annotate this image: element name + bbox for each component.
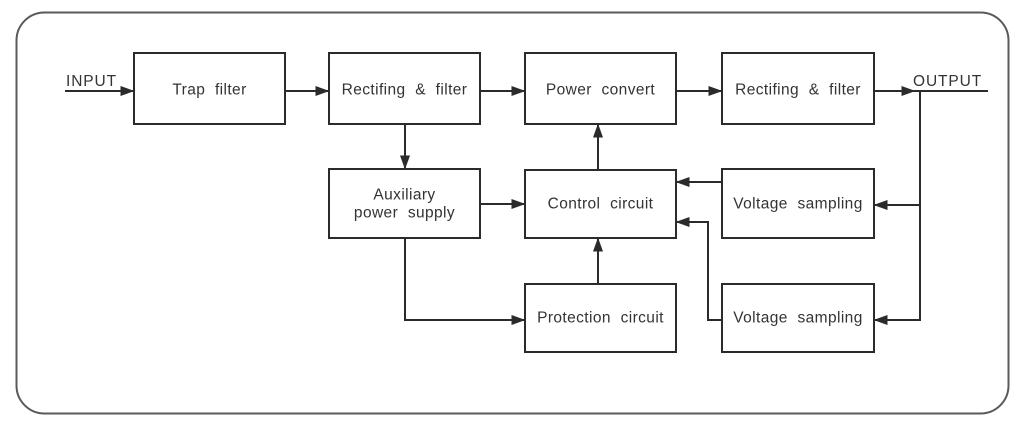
node-power-convert: Power convert (524, 52, 677, 125)
edge-voltage-sampling-bottom-to-control (675, 217, 722, 321)
node-rectifier-output-label: Rectifing & filter (735, 82, 861, 99)
node-voltage-sampling-top: Voltage sampling (721, 168, 875, 239)
node-rectifier-input-label: Rectifing & filter (342, 82, 468, 99)
edge-output-to-voltage-sampling-bottom (873, 91, 921, 325)
node-rectifier-input-box (328, 52, 481, 125)
node-protection-circuit-box (524, 283, 677, 353)
input-label: INPUT (66, 73, 117, 90)
node-trap-filter-box (133, 52, 286, 125)
node-trap-filter-label: Trap filter (172, 82, 246, 99)
node-aux-power: Auxiliary power supply (328, 168, 481, 239)
node-power-convert-label: Power convert (546, 82, 656, 99)
node-voltage-sampling-bottom-label: Voltage sampling (733, 310, 862, 327)
node-power-convert-box (524, 52, 677, 125)
node-rectifier-output-box (721, 52, 875, 125)
node-aux-power-label-line2: power supply (354, 205, 455, 222)
node-voltage-sampling-bottom: Voltage sampling (721, 283, 875, 353)
output-label: OUTPUT (913, 73, 982, 90)
node-trap-filter: Trap filter (133, 52, 286, 125)
edges (65, 86, 988, 325)
node-control-circuit: Control circuit (524, 169, 677, 239)
node-aux-power-box (328, 168, 481, 239)
node-protection-circuit: Protection circuit (524, 283, 677, 353)
node-rectifier-output: Rectifing & filter (721, 52, 875, 125)
node-aux-power-label-line1: Auxiliary (373, 187, 435, 204)
node-voltage-sampling-top-label: Voltage sampling (733, 196, 862, 213)
node-control-circuit-box (524, 169, 677, 239)
node-protection-circuit-label: Protection circuit (537, 310, 664, 327)
edge-aux-power-to-protection (404, 238, 526, 325)
diagram-frame (15, 11, 1010, 415)
node-rectifier-input: Rectifing & filter (328, 52, 481, 125)
node-voltage-sampling-top-box (721, 168, 875, 239)
node-control-circuit-label: Control circuit (548, 196, 654, 213)
node-voltage-sampling-bottom-box (721, 283, 875, 353)
